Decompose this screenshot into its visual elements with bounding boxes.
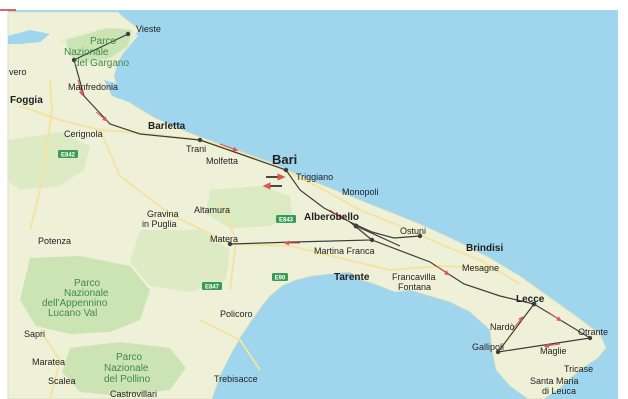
label-sapri: Sapri (24, 329, 45, 339)
label-francavilla-1: Francavilla (392, 272, 436, 282)
bidirectional-arrow-icon (262, 173, 286, 190)
label-martina-franca: Martina Franca (314, 246, 375, 256)
label-foggia: Foggia (10, 95, 43, 106)
label-park-pollino-1: Parco (116, 352, 143, 363)
label-gravina-1: Gravina (147, 209, 179, 219)
city-markers (71, 31, 593, 355)
label-francavilla-2: Fontana (398, 282, 431, 292)
label-vieste: Vieste (136, 24, 161, 34)
label-alberobello: Alberobello (304, 212, 359, 223)
label-nardo: Nardò (490, 322, 515, 332)
label-molfetta: Molfetta (206, 156, 238, 166)
label-mesagne: Mesagne (462, 263, 499, 273)
park-appennino (20, 256, 150, 334)
label-scalea: Scalea (48, 376, 76, 386)
route-direction-arrows (77, 79, 562, 348)
highway-badge-e842a: E842 (58, 150, 78, 159)
green-area-west (8, 132, 90, 190)
label-castrovillari: Castrovillari (110, 389, 157, 399)
label-altamura: Altamura (194, 205, 230, 215)
taranto-gulf-coast (262, 280, 355, 316)
label-trebisacce: Trebisacce (214, 374, 258, 384)
label-gallipoli: Gallipoli (472, 342, 504, 352)
lagoon (8, 30, 50, 44)
svg-text:E90: E90 (275, 276, 286, 282)
label-park-appennino-1: Parco (74, 278, 101, 289)
highway-badge-e90: E90 (272, 273, 288, 282)
label-barletta: Barletta (148, 121, 186, 132)
label-maglie: Maglie (540, 346, 567, 356)
label-manfredonia: Manfredonia (68, 82, 118, 92)
right-margin (618, 0, 628, 399)
park-gargano (66, 28, 132, 62)
label-otranto: Otrante (578, 327, 608, 337)
road-network (19, 79, 521, 399)
label-matera: Matera (210, 234, 238, 244)
label-maratea: Maratea (32, 357, 65, 367)
label-park-appennino-4: Lucano Val (48, 308, 97, 319)
label-tricase: Tricase (564, 364, 593, 374)
label-cerignola: Cerignola (64, 129, 103, 139)
label-park-appennino-3: dell'Appennino (42, 298, 108, 309)
svg-text:E847: E847 (205, 285, 220, 291)
label-park-appennino-2: Nazionale (64, 288, 109, 299)
park-pollino (62, 342, 186, 396)
svg-text:E842: E842 (61, 153, 76, 159)
label-leuca-1: Santa Maria (530, 376, 579, 386)
label-park-pollino-2: Nazionale (104, 363, 149, 374)
label-ostuni: Ostuni (400, 226, 426, 236)
label-bari: Bari (272, 152, 297, 167)
label-park-gargano-2: Nazionale (64, 47, 109, 58)
highway-badge-e843: E843 (276, 215, 296, 224)
label-park-gargano-3: del Gargano (74, 58, 129, 69)
label-monopoli: Monopoli (342, 187, 379, 197)
gulf-manfredonia (104, 80, 190, 118)
label-lavello-partial: vero (9, 67, 27, 77)
label-taranto: Tarente (334, 272, 370, 283)
top-margin (0, 0, 628, 10)
label-brindisi: Brindisi (466, 243, 503, 254)
left-margin (0, 0, 8, 399)
label-park-pollino-3: del Pollino (104, 374, 151, 385)
label-leuca-2: di Leuca (542, 386, 576, 396)
svg-text:E843: E843 (279, 218, 294, 224)
label-potenza: Potenza (38, 236, 71, 246)
label-policoro: Policoro (220, 309, 253, 319)
label-park-gargano-1: Parco (90, 36, 117, 47)
label-gravina-2: in Puglia (142, 219, 177, 229)
label-lecce: Lecce (516, 294, 545, 305)
highway-badge-e847: E847 (202, 282, 222, 291)
label-trani: Trani (186, 144, 206, 154)
label-triggiano: Triggiano (296, 172, 333, 182)
green-area-south (130, 230, 230, 292)
